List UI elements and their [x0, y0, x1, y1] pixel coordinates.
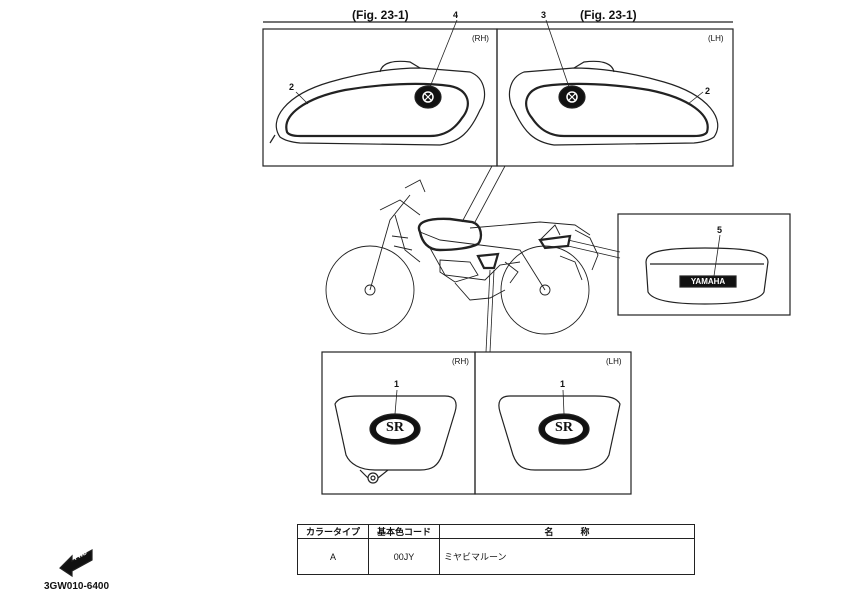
sr-logo-rh: SR — [386, 420, 404, 435]
figure-ref-right: (Fig. 23-1) — [580, 8, 637, 22]
table-row: A 00JY ミヤビマルーン — [297, 538, 695, 575]
bike-tank-highlight — [417, 217, 483, 252]
header-color-type: カラータイプ — [297, 523, 369, 540]
fuel-tank-rh — [269, 60, 486, 146]
header-name: 名 称 — [439, 523, 695, 540]
side-cover-lh — [498, 395, 621, 471]
tail-emblem-panel — [617, 213, 791, 316]
motorcycle-overview — [325, 179, 599, 335]
part-label-3: 3 — [541, 10, 547, 20]
cover-lh-side-label: (LH) — [606, 357, 622, 366]
tank-emblem-lh — [558, 85, 586, 109]
part-label-2-lh: 2 — [705, 86, 711, 96]
part-label-5: 5 — [717, 225, 723, 235]
part-label-1-lh: 1 — [560, 379, 566, 389]
header-base-color-code: 基本色コード — [368, 523, 440, 540]
color-code-table: カラータイプ 基本色コード 名 称 A 00JY ミヤビマルーン — [297, 523, 695, 575]
cell-color-name: ミヤビマルーン — [439, 538, 695, 575]
tank-rh-side-label: (RH) — [472, 34, 489, 43]
side-cover-rh — [334, 395, 457, 484]
cell-color-code: 00JY — [368, 538, 440, 575]
tank-lh-panel — [496, 28, 734, 167]
part-label-1-rh: 1 — [394, 379, 400, 389]
fuel-tank-lh — [508, 60, 719, 146]
tank-lh-side-label: (LH) — [708, 34, 724, 43]
document-code: 3GW010-6400 — [44, 581, 110, 592]
bike-tail-highlight — [538, 234, 572, 250]
part-label-4: 4 — [453, 10, 459, 20]
cover-rh-side-label: (RH) — [452, 357, 469, 366]
sr-logo-lh: SR — [555, 420, 573, 435]
table-header-row: カラータイプ 基本色コード 名 称 — [297, 523, 695, 540]
yamaha-logo-text: YAMAHA — [690, 277, 726, 286]
figure-ref-left: (Fig. 23-1) — [352, 8, 409, 22]
tank-emblem-rh — [414, 85, 442, 109]
front-arrow-icon — [59, 548, 93, 578]
cover-lh-panel — [474, 351, 632, 495]
part-label-2-rh: 2 — [289, 82, 295, 92]
cell-color-type: A — [297, 538, 369, 575]
bike-sidecover-highlight — [476, 252, 500, 270]
tail-cover — [645, 247, 769, 305]
tank-rh-panel — [262, 28, 498, 167]
